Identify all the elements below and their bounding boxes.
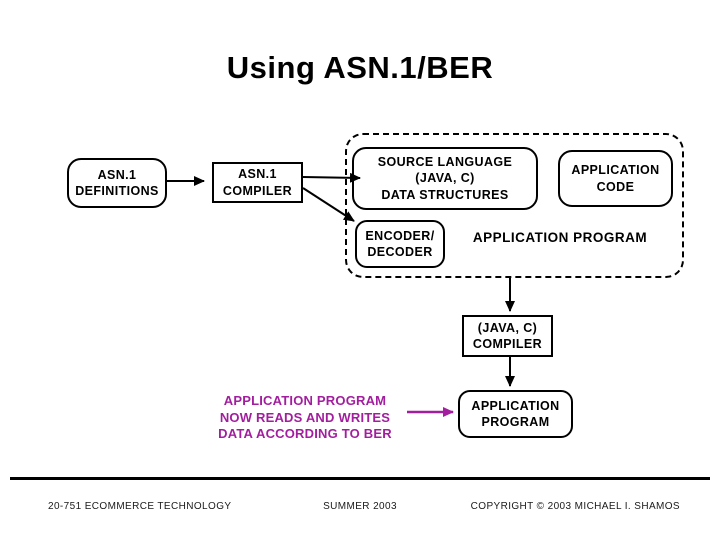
asn1-compiler-box: ASN.1 COMPILER <box>212 162 303 203</box>
java-c-compiler-box: (JAVA, C) COMPILER <box>462 315 553 357</box>
footer-term: SUMMER 2003 <box>323 501 397 512</box>
ber-note: APPLICATION PROGRAM NOW READS AND WRITES… <box>218 393 392 441</box>
asn1-definitions-box: ASN.1 DEFINITIONS <box>67 158 167 208</box>
application-program-label: APPLICATION PROGRAM <box>472 230 648 245</box>
footer-copyright: COPYRIGHT © 2003 MICHAEL I. SHAMOS <box>470 501 680 512</box>
source-language-box: SOURCE LANGUAGE (JAVA, C) DATA STRUCTURE… <box>352 147 538 210</box>
footer-separator <box>10 477 710 480</box>
application-code-box: APPLICATION CODE <box>558 150 673 207</box>
slide-title: Using ASN.1/BER <box>226 50 494 85</box>
encoder-decoder-box: ENCODER/ DECODER <box>355 220 445 268</box>
footer-course: 20-751 ECOMMERCE TECHNOLOGY <box>48 501 232 512</box>
application-program-box: APPLICATION PROGRAM <box>458 390 573 438</box>
